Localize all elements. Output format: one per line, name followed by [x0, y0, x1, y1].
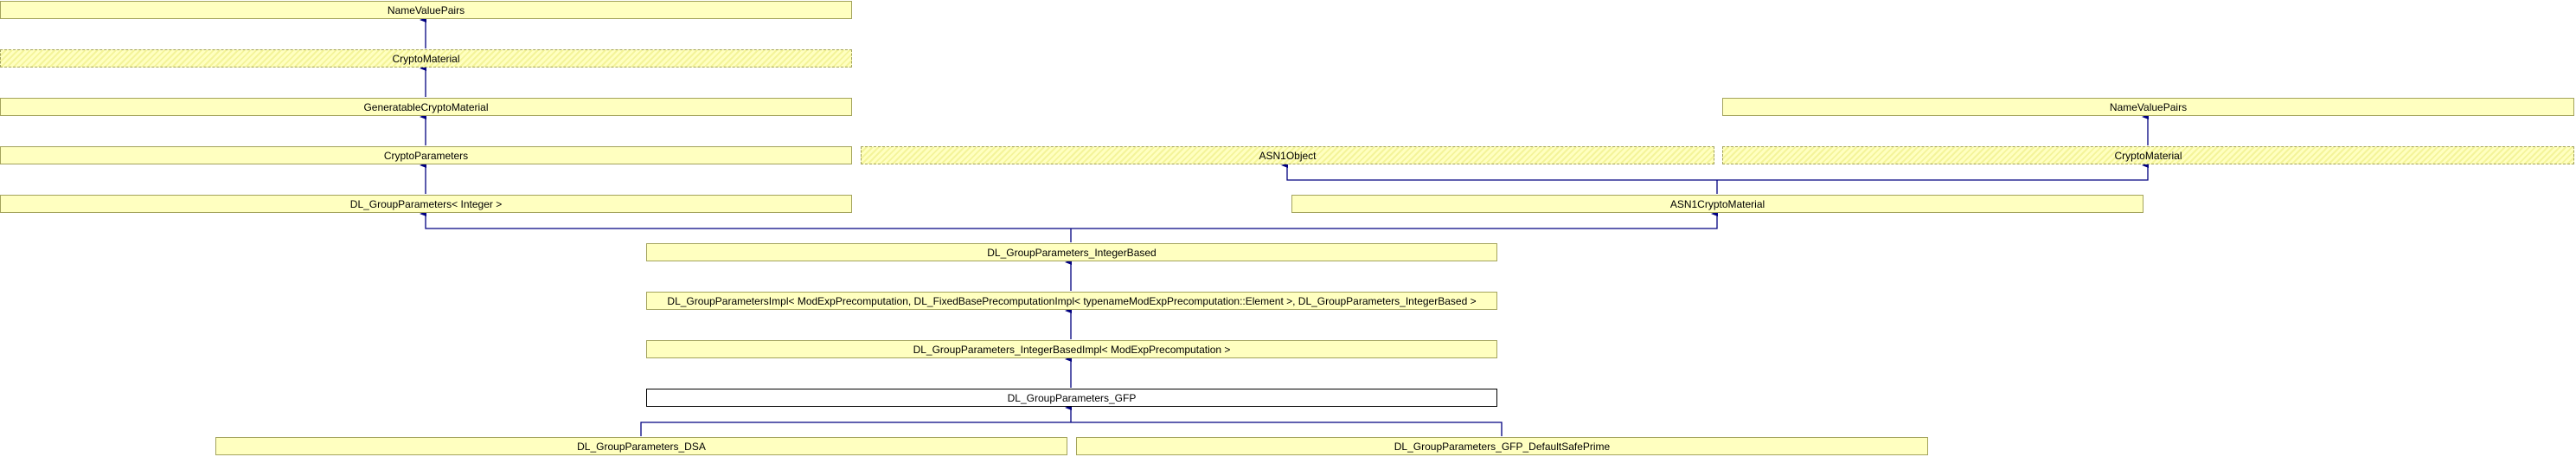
edge-ib-asn1cm [1071, 211, 1718, 229]
node-group-parameters-impl[interactable]: DL_GroupParametersImpl< ModExpPrecomputa… [646, 292, 1497, 310]
edge-ib-dlgp [420, 211, 1071, 229]
node-dl-group-parameters-gfp: DL_GroupParameters_GFP [646, 389, 1497, 407]
node-asn1-crypto-material[interactable]: ASN1CryptoMaterial [1291, 195, 2143, 213]
node-crypto-material-right[interactable]: CryptoMaterial [1722, 146, 2574, 164]
edge-asn1cm-asn1obj [1281, 163, 1717, 181]
node-crypto-parameters[interactable]: CryptoParameters [0, 146, 852, 164]
node-dl-group-parameters-integer[interactable]: DL_GroupParameters< Integer > [0, 195, 852, 213]
node-crypto-material[interactable]: CryptoMaterial [0, 49, 852, 68]
node-name-value-pairs[interactable]: NameValuePairs [0, 1, 852, 19]
node-generatable-crypto-material[interactable]: GeneratableCryptoMaterial [0, 98, 852, 116]
edge-children-bus [640, 422, 1503, 436]
edge-asn1cm-cmr [1717, 163, 2149, 181]
node-dl-group-parameters-dsa[interactable]: DL_GroupParameters_DSA [215, 437, 1067, 455]
node-name-value-pairs-right[interactable]: NameValuePairs [1722, 98, 2574, 116]
node-asn1-object[interactable]: ASN1Object [861, 146, 1714, 164]
node-gfp-default-safe-prime[interactable]: DL_GroupParameters_GFP_DefaultSafePrime [1076, 437, 1928, 455]
node-integer-based[interactable]: DL_GroupParameters_IntegerBased [646, 243, 1497, 261]
node-integer-based-impl[interactable]: DL_GroupParameters_IntegerBasedImpl< Mod… [646, 340, 1497, 358]
